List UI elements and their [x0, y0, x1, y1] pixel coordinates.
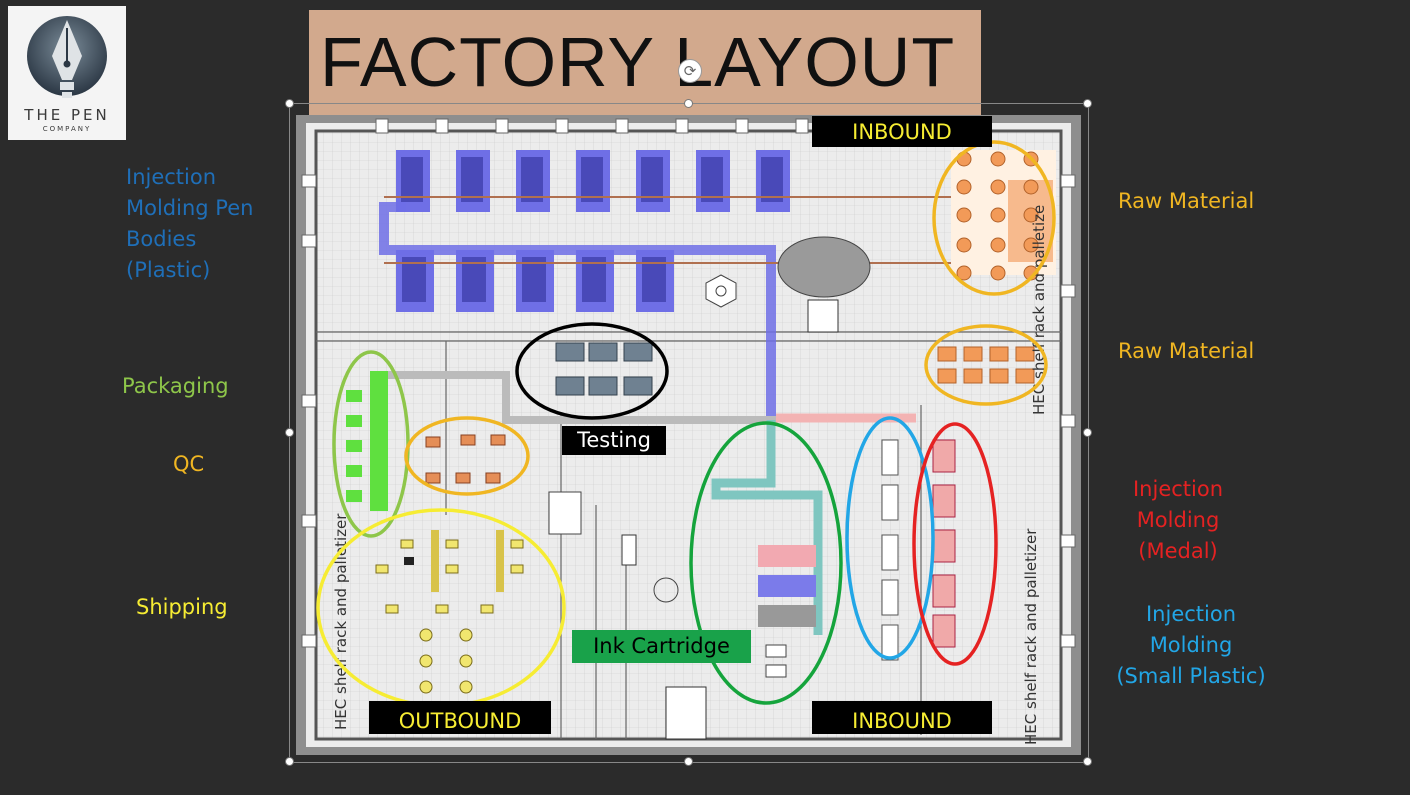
injection-machines-top	[396, 150, 790, 212]
qc-desks	[425, 434, 506, 484]
testing-stations	[555, 342, 653, 396]
resize-handle-bl[interactable]	[285, 757, 294, 766]
page-title[interactable]: FACTORY LAYOUT	[320, 23, 956, 101]
resize-handle-b[interactable]	[684, 757, 693, 766]
wall-label-right: HEC shelf rack and palletizer	[1022, 528, 1040, 745]
injection-machines-bottom	[396, 250, 674, 312]
label-injection-bodies: Injection Molding Pen Bodies (Plastic)	[126, 165, 254, 282]
zone-qc[interactable]	[404, 416, 530, 496]
blue-conveyor	[379, 202, 776, 420]
shipping-area	[375, 530, 524, 694]
label-raw-material-1: Raw Material	[1118, 189, 1255, 213]
ink-cartridge-label: Ink Cartridge	[572, 630, 751, 663]
small-plastic-machines	[881, 439, 899, 661]
label-raw-material-2: Raw Material	[1118, 339, 1255, 363]
resize-handle-r[interactable]	[1083, 428, 1092, 437]
label-shipping: Shipping	[136, 595, 228, 619]
testing-label: Testing	[562, 426, 666, 455]
ink-machines	[758, 545, 816, 678]
packaging-stations	[346, 371, 388, 511]
company-logo: THE PEN COMPANY	[8, 6, 126, 140]
label-injection-small-plastic: Injection Molding (Small Plastic)	[1116, 602, 1266, 688]
label-injection-medal: Injection Molding (Medal)	[1132, 477, 1224, 563]
zone-medal[interactable]	[912, 422, 998, 666]
inbound-bottom-tag: INBOUND	[812, 701, 992, 734]
wall-label-right-2: HEC shelf rack and palletize	[1030, 205, 1048, 415]
title-box[interactable]	[309, 10, 981, 115]
ink-conveyor	[711, 420, 823, 635]
zone-small-plastic[interactable]	[845, 416, 935, 660]
outbound-tag: OUTBOUND	[369, 701, 551, 734]
resize-handle-br[interactable]	[1083, 757, 1092, 766]
zone-ink-cartridge[interactable]	[689, 421, 843, 705]
resize-handle-t[interactable]	[684, 99, 693, 108]
resize-handle-l[interactable]	[285, 428, 294, 437]
resize-handle-tr[interactable]	[1083, 99, 1092, 108]
rotate-handle-icon[interactable]: ⟳	[678, 59, 702, 83]
selection-frame[interactable]	[289, 103, 1089, 763]
silo	[777, 236, 871, 298]
raw-material-area-2	[937, 346, 1035, 384]
resize-handle-tl[interactable]	[285, 99, 294, 108]
medal-machines	[932, 439, 956, 648]
inbound-top-tag: INBOUND	[812, 116, 992, 147]
zone-testing[interactable]	[515, 322, 669, 420]
zone-raw-material-1[interactable]	[932, 140, 1056, 296]
raw-material-area-1	[951, 150, 1056, 281]
label-packaging: Packaging	[122, 374, 229, 398]
zone-raw-material-2[interactable]	[924, 324, 1048, 406]
logo-subtitle: COMPANY	[42, 125, 92, 133]
logo-wordmark: THE PEN	[24, 106, 110, 124]
label-qc: QC	[173, 452, 205, 476]
pen-nib-icon	[27, 16, 107, 98]
wall-label-left: HEC shelf rack and palletizer	[332, 513, 350, 730]
